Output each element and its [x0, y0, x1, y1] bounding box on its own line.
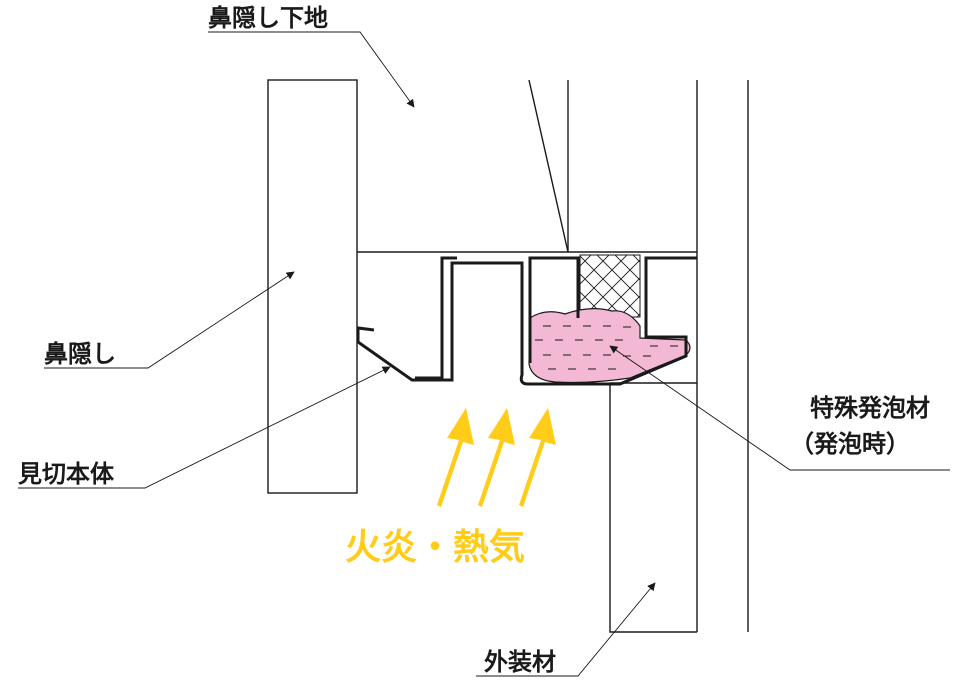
label-exterior: 外装材	[484, 648, 556, 676]
leader-exterior	[476, 582, 656, 677]
foam-material	[528, 308, 691, 384]
crosshatch-filler	[579, 254, 641, 318]
flame-arrow-icon	[519, 408, 556, 507]
flame-arrow-icon	[437, 408, 474, 507]
label-foam-material: 特殊発泡材	[810, 394, 930, 422]
trim-body-profile	[356, 256, 697, 386]
fascia-board	[267, 79, 358, 494]
foam-dashes	[535, 325, 678, 370]
label-fascia: 鼻隠し	[44, 340, 116, 368]
leader-fascia	[44, 271, 295, 369]
label-fascia-base: 鼻隠し下地	[208, 4, 328, 32]
leader-fascia-base	[208, 31, 415, 108]
label-trim-body: 見切本体	[18, 460, 115, 488]
label-flame-heat: 火炎・熱気	[345, 527, 525, 568]
exterior-cladding	[609, 383, 697, 633]
trim-inner-left	[415, 300, 444, 380]
fascia-base-slope	[528, 79, 569, 253]
flame-arrow-icon	[478, 408, 515, 507]
leader-trim-body	[18, 366, 391, 489]
trim-inner-mid	[528, 256, 580, 363]
flame-arrows	[437, 408, 556, 507]
leader-foam	[609, 345, 950, 471]
trim-inner-hook	[440, 256, 457, 300]
label-foam-state: （発泡時）	[790, 430, 910, 458]
